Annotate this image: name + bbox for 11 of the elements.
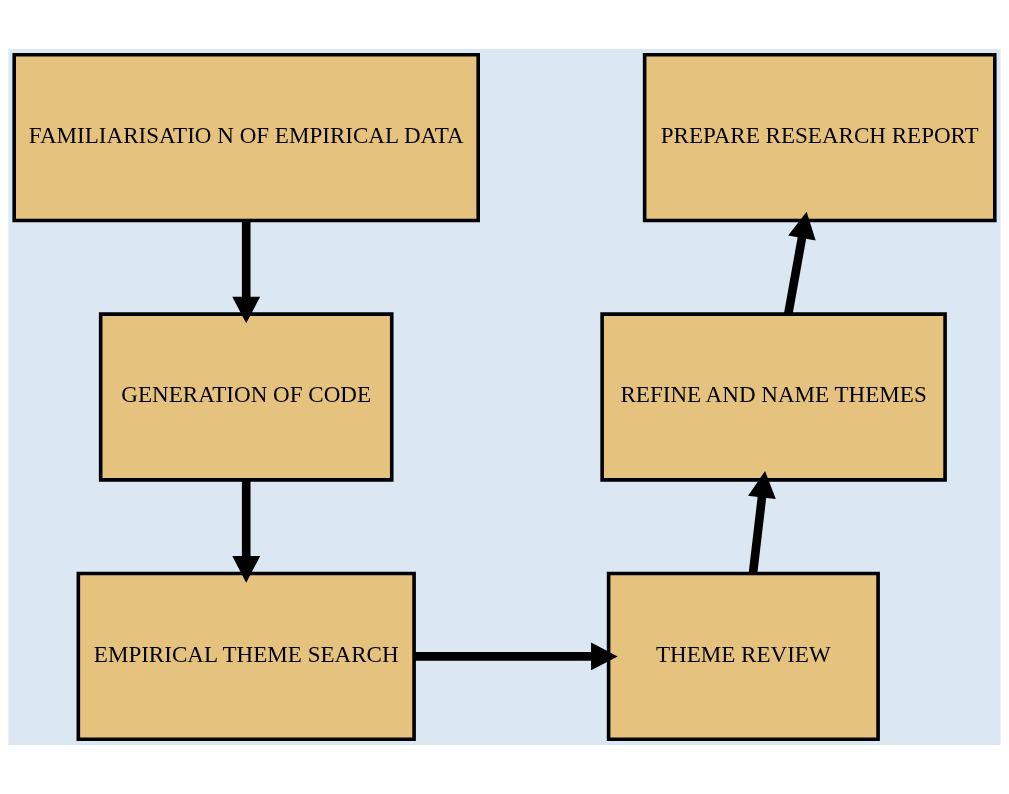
node-box: EMPIRICAL THEME SEARCH xyxy=(76,571,416,742)
arrow xyxy=(232,480,261,583)
node-box: PREPARE RESEARCH REPORT xyxy=(642,52,997,223)
node-box: REFINE AND NAME THEMES xyxy=(600,312,947,482)
node-box: THEME REVIEW xyxy=(606,571,880,742)
arrow xyxy=(784,211,816,315)
node-box: GENERATION OF CODE xyxy=(98,312,394,482)
arrow xyxy=(748,471,776,574)
arrow xyxy=(232,220,261,324)
node-box: FAMILIARISATIO N OF EMPIRICAL DATA xyxy=(12,52,480,223)
arrow xyxy=(414,642,618,671)
